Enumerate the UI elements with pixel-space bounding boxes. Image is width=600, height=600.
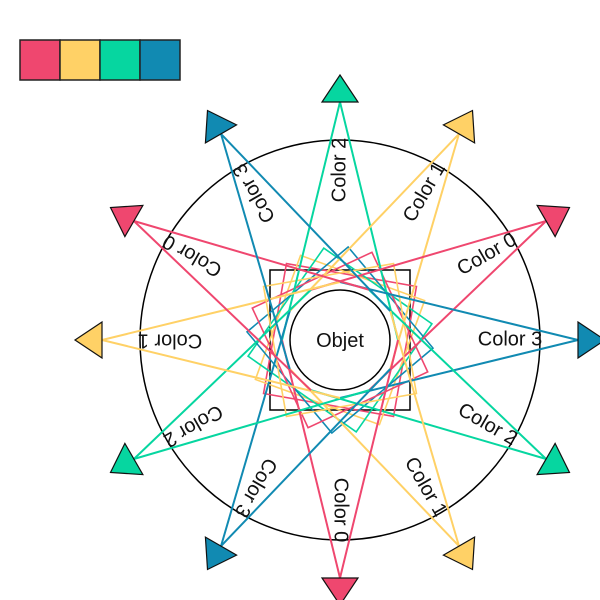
spoke-line: [289, 133, 460, 312]
spoke-arrowhead: [204, 536, 238, 571]
spoke-line: [339, 339, 399, 579]
rotated-square: [245, 245, 435, 435]
spoke-arrowhead: [442, 536, 476, 571]
spoke-arrowhead: [320, 73, 360, 103]
spoke-line: [339, 281, 579, 341]
spoke-line: [281, 339, 341, 579]
spoke-line: [220, 133, 391, 312]
spoke-arrowhead: [109, 204, 144, 238]
spoke-line: [133, 220, 312, 391]
inner-circle: [289, 289, 391, 391]
rotated-square: [262, 262, 418, 418]
spoke-line: [220, 133, 291, 370]
spoke-label: Color 0: [330, 478, 352, 542]
spoke-arrowhead: [320, 577, 360, 600]
spoke-arrowhead: [536, 442, 571, 476]
spoke-line: [339, 101, 399, 341]
spoke-label: Color 3: [478, 328, 542, 350]
spoke-line: [310, 389, 547, 460]
spoke-line: [133, 220, 370, 291]
rotated-square: [262, 262, 418, 418]
spoke-label: Color 2: [328, 138, 350, 202]
spoke-line: [220, 310, 291, 547]
spoke-arrowhead: [536, 204, 571, 238]
palette-swatch-1: [59, 39, 101, 81]
rotated-squares: [245, 245, 435, 435]
spoke-arrowhead: [73, 320, 103, 360]
spoke-line: [101, 281, 341, 341]
spoke-line: [389, 310, 460, 547]
spoke-line: [281, 101, 341, 341]
palette-swatch-2: [99, 39, 141, 81]
spoke-arrowhead: [442, 109, 476, 144]
spoke-arrowhead: [109, 442, 144, 476]
spoke-line: [133, 389, 370, 460]
spoke-label: Color 1: [138, 330, 202, 352]
palette-swatch-3: [139, 39, 181, 81]
spoke-line: [339, 339, 579, 399]
spoke-line: [220, 368, 391, 547]
center-label: Objet: [316, 330, 364, 352]
rotated-square: [251, 251, 429, 429]
spoke-arrowhead: [577, 320, 600, 360]
spoke-arrowhead: [204, 109, 238, 144]
outer-circle: [139, 139, 541, 541]
color-palette: [19, 39, 181, 81]
rotated-square: [254, 254, 426, 426]
spoke-line: [368, 289, 547, 460]
spoke-line: [389, 133, 460, 370]
spoke-line: [289, 368, 460, 547]
spoke-line: [133, 289, 312, 460]
palette-swatch-0: [19, 39, 61, 81]
spoke-line: [101, 339, 341, 399]
rotated-square: [246, 246, 434, 434]
spoke-line: [368, 220, 547, 391]
spoke-line: [310, 220, 547, 291]
